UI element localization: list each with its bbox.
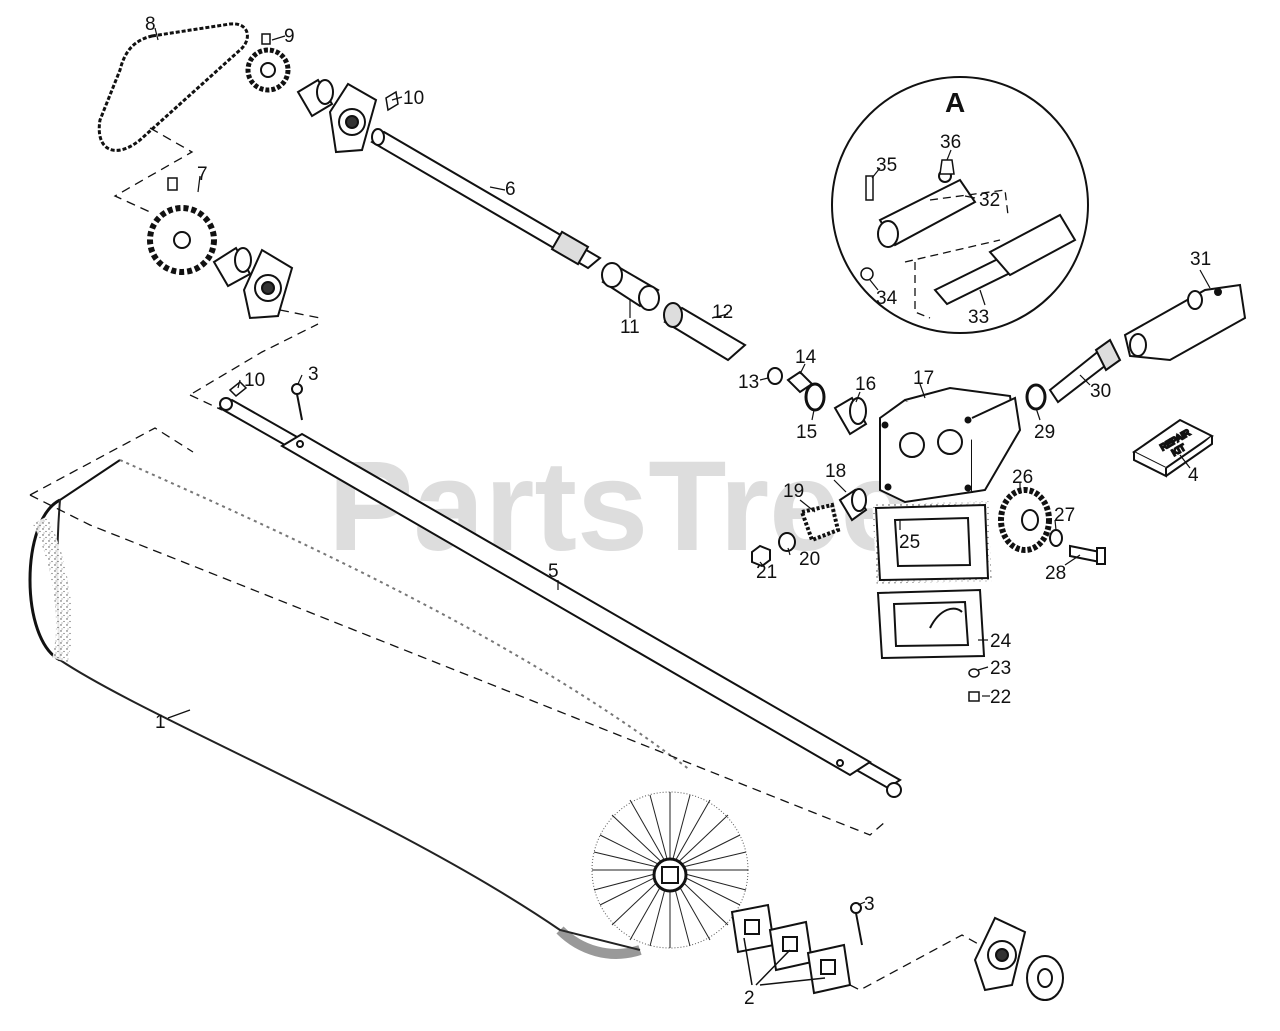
callout-16: 16 xyxy=(855,374,876,395)
gasket-25 xyxy=(872,501,992,584)
callout-24: 24 xyxy=(990,631,1012,652)
splined-shaft-12 xyxy=(663,302,747,362)
detail-a-universal-joint-32 xyxy=(877,169,977,248)
bearing-18 xyxy=(838,488,868,522)
grease-fitting-36 xyxy=(939,159,955,175)
callout-3-lower: 3 xyxy=(864,894,875,915)
flange-bearing-upper xyxy=(328,82,378,154)
drive-shaft-6 xyxy=(370,128,602,270)
setscrew-7 xyxy=(167,177,178,191)
bearing-collar-upper xyxy=(296,78,334,118)
detail-a-shaft-33 xyxy=(933,213,1077,306)
callout-9: 9 xyxy=(284,26,295,47)
callout-35: 35 xyxy=(876,155,897,176)
callout-27: 27 xyxy=(1054,505,1075,526)
flange-bearing-lower xyxy=(242,248,294,320)
callout-19: 19 xyxy=(783,481,804,502)
key-10-upper xyxy=(385,90,399,112)
callout-1: 1 xyxy=(155,712,166,733)
pinion-gear-19 xyxy=(799,502,841,543)
callout-23: 23 xyxy=(990,658,1011,679)
callout-30: 30 xyxy=(1090,381,1111,402)
nut-34 xyxy=(860,267,874,281)
callout-15: 15 xyxy=(796,422,817,443)
sprocket-9 xyxy=(245,47,291,93)
callout-3-upper: 3 xyxy=(308,364,319,385)
callout-34: 34 xyxy=(876,288,898,309)
callout-2: 2 xyxy=(744,988,755,1009)
bearing-16 xyxy=(833,396,868,436)
sprocket-7 xyxy=(147,205,217,275)
detail-a-dashed xyxy=(904,189,1009,319)
setscrew-35 xyxy=(865,175,874,201)
callout-4: 4 xyxy=(1188,465,1199,486)
key-10-lower xyxy=(228,380,248,398)
callout-25: 25 xyxy=(899,532,920,553)
gearbox-housing-17 xyxy=(879,386,1022,504)
callout-14: 14 xyxy=(795,347,817,368)
callout-8: 8 xyxy=(145,14,156,35)
flange-bearing-right xyxy=(973,916,1027,992)
input-shaft-30 xyxy=(1048,338,1122,404)
callout-10-upper: 10 xyxy=(403,88,424,109)
chain-8-dashed xyxy=(113,127,194,213)
plates-2 xyxy=(730,903,852,995)
washer-27 xyxy=(1049,529,1063,547)
repair-kit-4: REPAIR KIT xyxy=(1132,418,1214,478)
chain-8 xyxy=(97,22,249,152)
cotter-pin-3-upper xyxy=(291,383,303,421)
shaft-5 xyxy=(218,397,902,798)
brush-roll xyxy=(28,459,749,959)
callout-5: 5 xyxy=(548,561,559,582)
callout-33: 33 xyxy=(968,307,989,328)
callout-20: 20 xyxy=(799,549,820,570)
shaft-5-dashed xyxy=(189,323,319,411)
leader-lines xyxy=(154,27,1211,906)
washer-13 xyxy=(767,367,783,385)
callout-31: 31 xyxy=(1190,249,1211,270)
callout-26: 26 xyxy=(1012,467,1033,488)
callout-13: 13 xyxy=(738,372,759,393)
cover-24 xyxy=(876,588,986,660)
collar-right xyxy=(1026,955,1064,1001)
callout-18: 18 xyxy=(825,461,846,482)
cotter-pin-3-lower xyxy=(850,902,863,946)
callout-labels: 1 2 3 3 4 5 6 7 8 9 10 10 11 12 13 14 15… xyxy=(145,14,1211,1009)
lockwasher-23 xyxy=(968,668,980,678)
callout-17: 17 xyxy=(913,368,934,389)
coupler-11 xyxy=(601,262,660,311)
washer-20 xyxy=(778,532,796,552)
brush-roll-dashed-outline xyxy=(29,427,886,836)
bevel-gear-26 xyxy=(998,487,1052,553)
callout-36: 36 xyxy=(940,132,961,153)
callout-11: 11 xyxy=(620,317,640,338)
detail-a-circle xyxy=(831,76,1089,334)
callout-12: 12 xyxy=(712,302,733,323)
lower-dashed xyxy=(849,934,981,991)
universal-joint-31 xyxy=(1123,283,1247,362)
callout-10-lower: 10 xyxy=(244,370,265,391)
setscrew-9 xyxy=(261,33,271,45)
detail-a-letter: A xyxy=(945,87,965,118)
callout-21: 21 xyxy=(756,562,777,583)
bearing-collar-lower xyxy=(212,246,252,288)
nut-21 xyxy=(751,544,771,568)
bolt-28 xyxy=(1069,544,1106,565)
callout-28: 28 xyxy=(1045,563,1066,584)
callout-6: 6 xyxy=(505,179,516,200)
sprocket-dashed xyxy=(279,309,321,319)
bolt-22 xyxy=(968,691,980,702)
callout-32: 32 xyxy=(979,190,1000,211)
callout-29: 29 xyxy=(1034,422,1055,443)
callout-7: 7 xyxy=(197,164,208,185)
seal-15 xyxy=(804,382,826,412)
seal-29 xyxy=(1025,383,1047,411)
callout-22: 22 xyxy=(990,687,1011,708)
